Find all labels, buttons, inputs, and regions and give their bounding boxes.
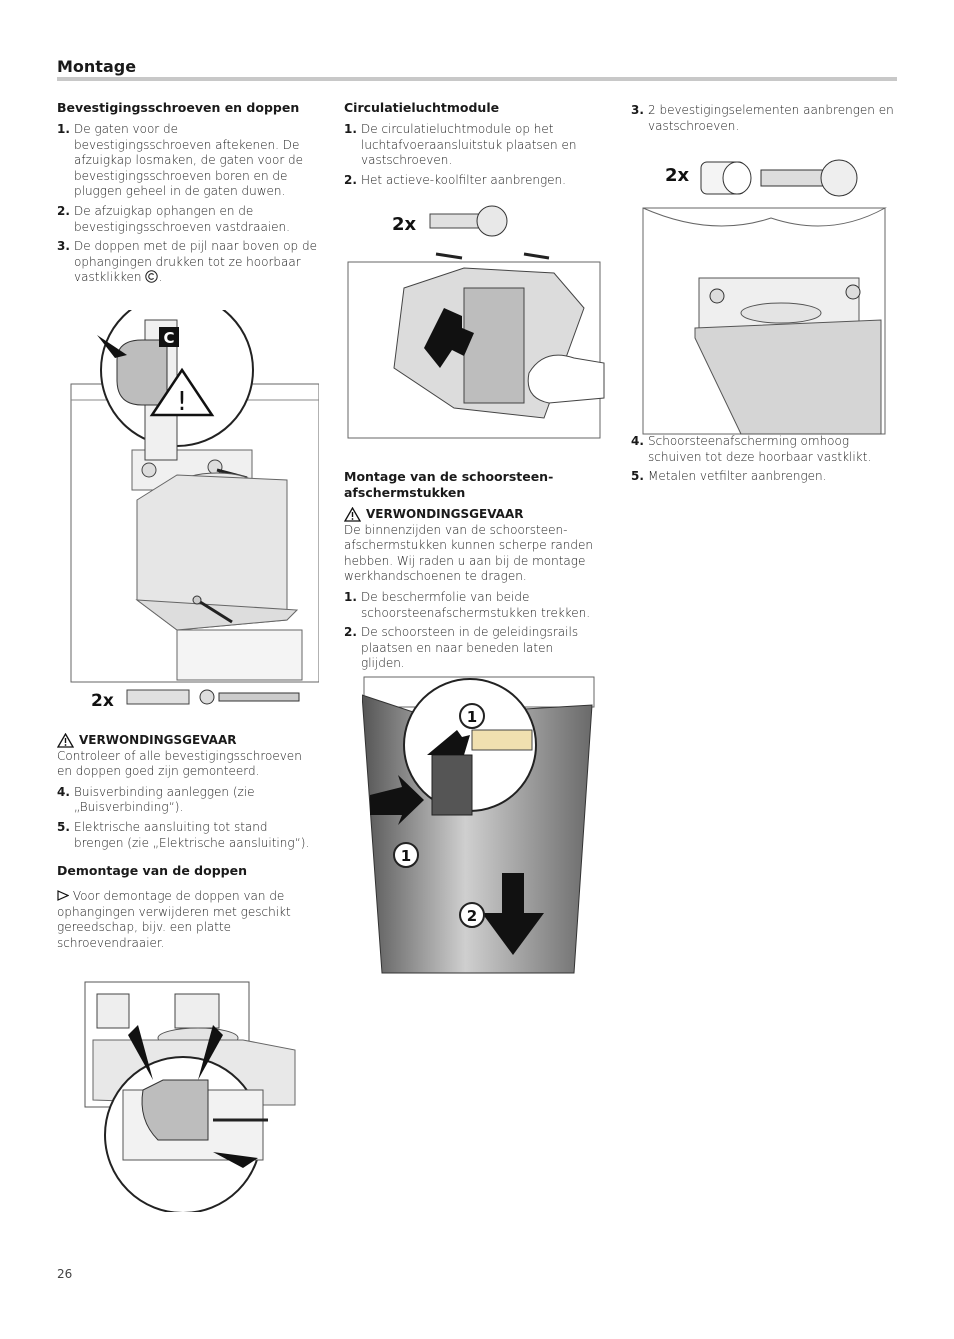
step-number: 4. xyxy=(631,434,644,448)
step-item: 2. De schoorsteen in de geleidingsrails p… xyxy=(344,625,594,672)
title-rule xyxy=(57,77,897,81)
step-item: 3. De doppen met de pijl naar boven op de… xyxy=(57,239,317,285)
step-item: 5. Metalen vetfilter aanbrengen. xyxy=(631,469,896,485)
warning-heading: VERWONDINGSGEVAAR xyxy=(344,507,594,523)
column-3-lower: 4. Schoorsteenafscherming omhoog schuiven… xyxy=(631,434,896,489)
column-1-lower: VERWONDINGSGEVAAR Controleer of alle bev… xyxy=(57,733,319,952)
step-number: 4. xyxy=(57,784,70,799)
figure-label-2x: 2x xyxy=(392,214,417,235)
step-number: 3. xyxy=(631,103,644,117)
figure-label-1a: 1 xyxy=(467,708,477,726)
step-item: 1. De beschermfolie van beide schoorsteen… xyxy=(344,590,594,621)
step-number: 2. xyxy=(344,172,357,187)
column-3: 3. 2 bevestigingselementen aanbrengen en … xyxy=(631,103,896,138)
step-item: 5. Elektrische aansluiting tot stand bren… xyxy=(57,820,319,851)
figure-label-1b: 1 xyxy=(401,847,411,865)
figure-label-2x: 2x xyxy=(665,165,690,186)
page-title: Montage xyxy=(57,57,137,76)
figure-label-2x: 2x xyxy=(91,691,114,711)
figure-circulation-module: 2x xyxy=(344,198,612,442)
step-text: De afzuigkap ophangen en de bevestigings… xyxy=(74,203,290,234)
warning-text: De binnenzijden van de schoorsteen-afsch… xyxy=(344,522,593,584)
step-text: 2 bevestigingselementen aanbrengen en va… xyxy=(648,103,894,133)
figure-chimney-installation: 1 1 2 xyxy=(362,675,598,975)
step-text: De gaten voor de bevestigingsschroeven a… xyxy=(74,122,304,199)
step-item: 1. De circulatieluchtmodule op het luchta… xyxy=(344,122,594,169)
warning-triangle-icon xyxy=(344,507,361,522)
step-text: De circulatieluchtmodule op het luchtafv… xyxy=(361,122,577,168)
step-number: 2. xyxy=(57,203,70,218)
column-2: Circulatieluchtmodule 1. De circulatieluc… xyxy=(344,100,594,192)
section-heading-removal: Demontage van de doppen xyxy=(57,863,247,879)
figure-cap-mounting: ! C 2x xyxy=(57,310,319,715)
warning-title: VERWONDINGSGEVAAR xyxy=(79,733,237,747)
section-heading-chimney: Montage van de schoorsteen-afschermstukk… xyxy=(344,469,554,500)
section-heading-fixing: Bevestigingsschroeven en doppen xyxy=(57,100,300,115)
step-text: Elektrische aansluiting tot stand brenge… xyxy=(74,819,310,850)
step-text: Buisverbinding aanleggen (zie „Buisverbi… xyxy=(74,784,255,815)
c-circle-icon xyxy=(145,270,159,284)
step-text: De schoorsteen in de geleidingsrails pla… xyxy=(361,625,579,671)
warning-title: VERWONDINGSGEVAAR xyxy=(366,507,524,521)
step-number: 1. xyxy=(344,589,357,604)
step-number: 5. xyxy=(631,469,644,484)
step-number: 3. xyxy=(57,239,70,254)
step-text: Het actieve-koolfilter aanbrengen. xyxy=(361,172,566,187)
step-text: Schoorsteenafscherming omhoog schuiven t… xyxy=(648,434,872,464)
step-text: De doppen met de pijl naar boven op de o… xyxy=(74,239,317,285)
step-item: 3. 2 bevestigingselementen aanbrengen en … xyxy=(631,103,896,134)
figure-label-2: 2 xyxy=(467,907,477,925)
column-2-lower: Montage van de schoorsteen-afschermstukk… xyxy=(344,469,594,676)
column-1: Bevestigingsschroeven en doppen 1. De gat… xyxy=(57,100,319,290)
step-text: Metalen vetfilter aanbrengen. xyxy=(648,469,827,484)
step-item: 2. Het actieve-koolfilter aanbrengen. xyxy=(344,173,594,189)
step-item: 4. Buisverbinding aanleggen (zie „Buisver… xyxy=(57,785,319,816)
step-item: 2. De afzuigkap ophangen en de bevestigin… xyxy=(57,204,319,235)
removal-text: Voor demontage de doppen van de ophangin… xyxy=(57,889,291,950)
play-arrow-icon xyxy=(57,890,70,902)
section-heading-circulation: Circulatieluchtmodule xyxy=(344,100,500,115)
figure-label-c: C xyxy=(163,329,174,347)
warning-text: Controleer of alle bevestigingsschroeven… xyxy=(57,748,302,779)
page-number: 26 xyxy=(57,1267,73,1281)
warning-triangle-icon xyxy=(57,733,74,748)
step-item: 1. De gaten voor de bevestigingsschroeven… xyxy=(57,122,319,200)
step-number: 1. xyxy=(57,122,70,136)
figure-fixing-elements: 2x xyxy=(641,148,887,436)
svg-text:!: ! xyxy=(177,387,187,417)
step-number: 1. xyxy=(344,122,357,136)
step-text: De beschermfolie van beide schoorsteenaf… xyxy=(361,589,591,620)
figure-cap-removal xyxy=(83,980,298,1212)
step-number: 2. xyxy=(344,625,357,640)
step-item: 4. Schoorsteenafscherming omhoog schuiven… xyxy=(631,434,896,465)
warning-heading: VERWONDINGSGEVAAR xyxy=(57,733,319,749)
step-number: 5. xyxy=(57,819,70,834)
